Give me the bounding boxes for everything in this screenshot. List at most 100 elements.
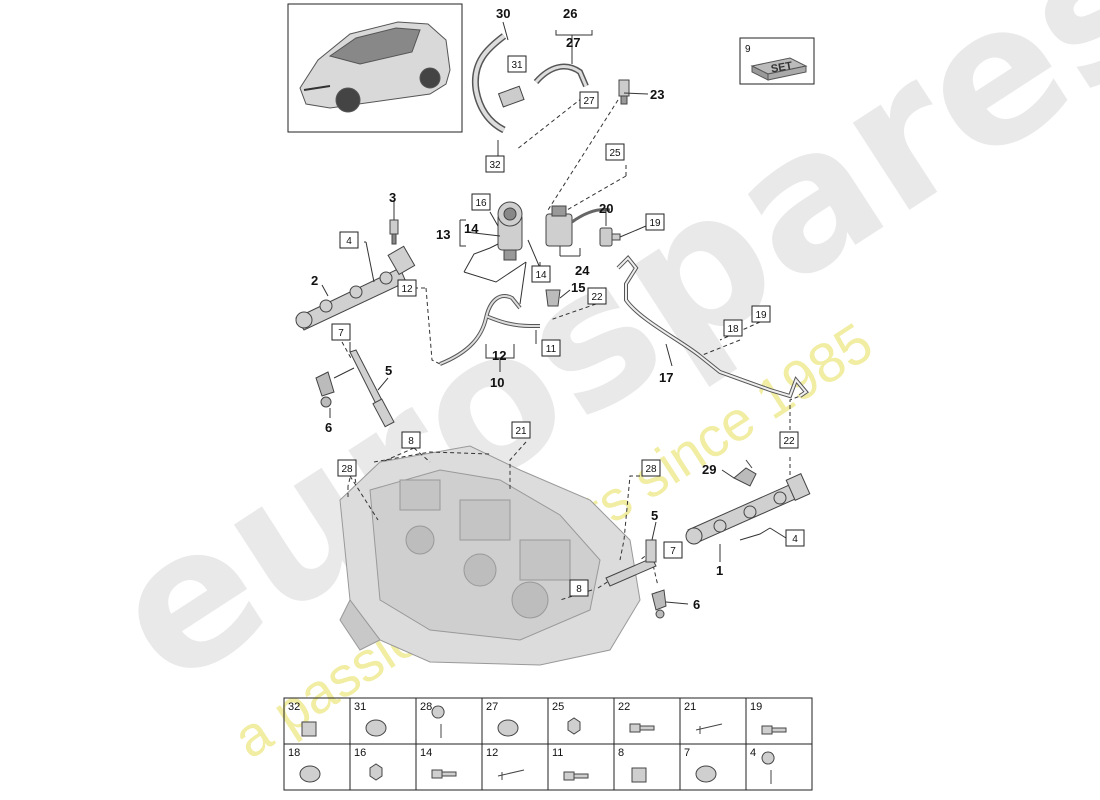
part-thumbnail-icon bbox=[431, 769, 457, 779]
parts-cell-number: 32 bbox=[288, 701, 300, 713]
parts-cell-14[interactable]: 14 bbox=[415, 743, 483, 791]
parts-cell-number: 12 bbox=[486, 747, 498, 759]
boxed-label-16[interactable]: 16 bbox=[471, 193, 491, 211]
callout-6-left: 6 bbox=[325, 420, 332, 435]
boxed-label-22[interactable]: 22 bbox=[779, 431, 799, 449]
boxed-label-frame bbox=[723, 319, 743, 337]
car-icon bbox=[299, 21, 451, 113]
callout-2: 2 bbox=[311, 273, 318, 288]
parts-cell-31[interactable]: 31 bbox=[349, 697, 417, 745]
parts-cell-number: 11 bbox=[552, 747, 563, 759]
boxed-label-frame bbox=[471, 193, 491, 211]
boxed-label-7[interactable]: 7 bbox=[663, 541, 683, 559]
parts-cell-number: 22 bbox=[618, 701, 630, 713]
boxed-label-28[interactable]: 28 bbox=[337, 459, 357, 477]
boxed-label-frame bbox=[511, 421, 531, 439]
callout-13: 13 bbox=[436, 227, 450, 242]
boxed-label-frame bbox=[785, 529, 805, 547]
parts-cell-21[interactable]: 21 bbox=[679, 697, 747, 745]
boxed-label-frame bbox=[531, 265, 551, 283]
fuel-rail-2 bbox=[295, 245, 416, 331]
callout-1: 1 bbox=[716, 563, 723, 578]
boxed-label-22[interactable]: 22 bbox=[587, 287, 607, 305]
parts-cell-18[interactable]: 18 bbox=[283, 743, 351, 791]
parts-cell-16[interactable]: 16 bbox=[349, 743, 417, 791]
parts-cell-number: 4 bbox=[750, 747, 756, 759]
parts-cell-number: 27 bbox=[486, 701, 498, 713]
boxed-label-text: 27 bbox=[583, 96, 595, 107]
parts-cell-11[interactable]: 11 bbox=[547, 743, 615, 791]
part-thumbnail-icon bbox=[299, 765, 321, 783]
boxed-label-text: 28 bbox=[645, 464, 657, 475]
boxed-label-text: 22 bbox=[783, 436, 795, 447]
fuel-rail-1 bbox=[685, 473, 811, 545]
boxed-label-frame bbox=[569, 579, 589, 597]
parts-cell-number: 18 bbox=[288, 747, 300, 759]
boxed-label-19[interactable]: 19 bbox=[751, 305, 771, 323]
boxed-label-8[interactable]: 8 bbox=[401, 431, 421, 449]
boxed-label-14[interactable]: 14 bbox=[531, 265, 551, 283]
kit-label: SET bbox=[770, 60, 793, 76]
engine-block[interactable] bbox=[339, 445, 641, 666]
parts-cell-12[interactable]: 12 bbox=[481, 743, 549, 791]
callout-20: 20 bbox=[599, 201, 613, 216]
callout-29: 29 bbox=[702, 462, 716, 477]
callout-23: 23 bbox=[650, 87, 664, 102]
parts-cell-7[interactable]: 7 bbox=[679, 743, 747, 791]
boxed-label-4[interactable]: 4 bbox=[785, 529, 805, 547]
boxed-label-12[interactable]: 12 bbox=[397, 279, 417, 297]
boxed-label-frame bbox=[641, 459, 661, 477]
boxed-label-27[interactable]: 27 bbox=[579, 91, 599, 109]
callout-15: 15 bbox=[571, 280, 585, 295]
parts-cell-28[interactable]: 28 bbox=[415, 697, 483, 745]
parts-cell-number: 8 bbox=[618, 747, 624, 759]
vehicle-thumbnail[interactable] bbox=[287, 3, 463, 133]
callout-3: 3 bbox=[389, 190, 396, 205]
boxed-label-11[interactable]: 11 bbox=[541, 339, 561, 357]
part-thumbnail-icon bbox=[629, 723, 655, 733]
boxed-label-text: 28 bbox=[341, 464, 353, 475]
parts-cell-number: 7 bbox=[684, 747, 690, 759]
boxed-label-31[interactable]: 31 bbox=[507, 55, 527, 73]
injector-5-left bbox=[349, 349, 395, 428]
callout-10: 10 bbox=[490, 375, 504, 390]
boxed-label-frame bbox=[507, 55, 527, 73]
clamp-6-right bbox=[651, 589, 667, 619]
parts-cell-22[interactable]: 22 bbox=[613, 697, 681, 745]
parts-cell-4[interactable]: 4 bbox=[745, 743, 813, 791]
part-thumbnail-icon bbox=[695, 765, 717, 783]
boxed-label-21[interactable]: 21 bbox=[511, 421, 531, 439]
bracket-29 bbox=[733, 459, 757, 487]
parts-artwork bbox=[295, 21, 811, 619]
boxed-label-text: 22 bbox=[591, 292, 603, 303]
boxed-label-28[interactable]: 28 bbox=[641, 459, 661, 477]
parts-cell-25[interactable]: 25 bbox=[547, 697, 615, 745]
boxed-label-7[interactable]: 7 bbox=[331, 323, 351, 341]
boxed-label-19[interactable]: 19 bbox=[645, 213, 665, 231]
boxed-label-frame bbox=[337, 459, 357, 477]
boxed-label-frame bbox=[645, 213, 665, 231]
boxed-label-text: 18 bbox=[727, 324, 739, 335]
boxed-label-4[interactable]: 4 bbox=[339, 231, 359, 249]
parts-cell-27[interactable]: 27 bbox=[481, 697, 549, 745]
boxed-label-32[interactable]: 32 bbox=[485, 155, 505, 173]
boxed-label-text: 25 bbox=[609, 148, 621, 159]
boxed-label-8[interactable]: 8 bbox=[569, 579, 589, 597]
boxed-label-25[interactable]: 25 bbox=[605, 143, 625, 161]
boxed-label-18[interactable]: 18 bbox=[723, 319, 743, 337]
parts-cell-19[interactable]: 19 bbox=[745, 697, 813, 745]
kit-set[interactable]: 9 SET bbox=[739, 37, 815, 85]
boxed-label-frame bbox=[587, 287, 607, 305]
parts-cell-number: 28 bbox=[420, 701, 432, 713]
callout-30: 30 bbox=[496, 6, 510, 21]
set-box-icon: SET bbox=[750, 57, 808, 81]
parts-cell-number: 19 bbox=[750, 701, 762, 713]
seal-15 bbox=[545, 289, 561, 307]
parts-cell-8[interactable]: 8 bbox=[613, 743, 681, 791]
boxed-label-text: 4 bbox=[792, 534, 798, 545]
boxed-label-text: 31 bbox=[511, 60, 523, 71]
callout-17: 17 bbox=[659, 370, 673, 385]
part-thumbnail-icon bbox=[761, 725, 787, 735]
